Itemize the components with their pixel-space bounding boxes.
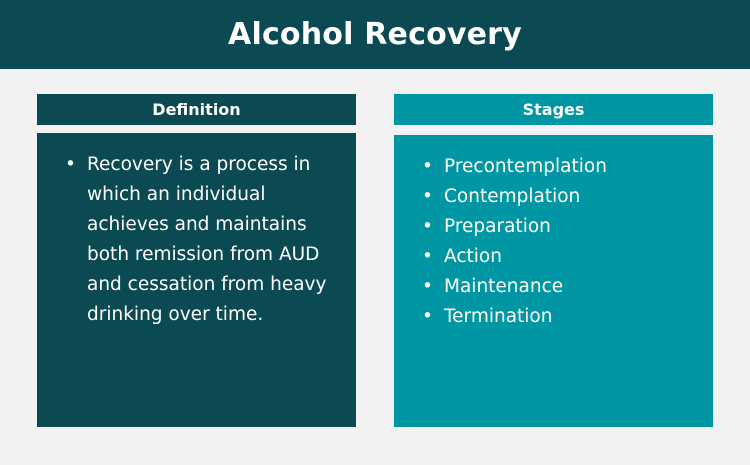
bullet-icon: • bbox=[422, 306, 433, 327]
title-bar: Alcohol Recovery bbox=[0, 0, 750, 69]
definition-text: Recovery is a process in which an indivi… bbox=[87, 154, 327, 325]
definition-panel: • Recovery is a process in which an indi… bbox=[37, 133, 356, 427]
stage-label: Termination bbox=[444, 306, 553, 327]
stages-header-label: Stages bbox=[522, 100, 585, 119]
stages-header: Stages bbox=[394, 94, 713, 125]
stages-panel: • Precontemplation • Contemplation • Pre… bbox=[394, 135, 713, 427]
list-item: • Preparation bbox=[394, 212, 713, 242]
definition-list: • Recovery is a process in which an indi… bbox=[37, 133, 356, 330]
list-item: • Contemplation bbox=[394, 182, 713, 212]
list-item: • Action bbox=[394, 242, 713, 272]
stage-label: Contemplation bbox=[444, 186, 581, 207]
list-item: • Termination bbox=[394, 302, 713, 332]
bullet-icon: • bbox=[65, 154, 76, 175]
list-item: • Recovery is a process in which an indi… bbox=[37, 150, 348, 330]
definition-header: Definition bbox=[37, 94, 356, 125]
page-title: Alcohol Recovery bbox=[228, 17, 522, 52]
stage-label: Precontemplation bbox=[444, 156, 607, 177]
bullet-icon: • bbox=[422, 216, 433, 237]
list-item: • Precontemplation bbox=[394, 152, 713, 182]
bullet-icon: • bbox=[422, 156, 433, 177]
stage-label: Action bbox=[444, 246, 502, 267]
stage-label: Preparation bbox=[444, 216, 551, 237]
definition-header-label: Definition bbox=[152, 100, 241, 119]
bullet-icon: • bbox=[422, 276, 433, 297]
stages-list: • Precontemplation • Contemplation • Pre… bbox=[394, 135, 713, 332]
bullet-icon: • bbox=[422, 186, 433, 207]
list-item: • Maintenance bbox=[394, 272, 713, 302]
bullet-icon: • bbox=[422, 246, 433, 267]
stage-label: Maintenance bbox=[444, 276, 564, 297]
